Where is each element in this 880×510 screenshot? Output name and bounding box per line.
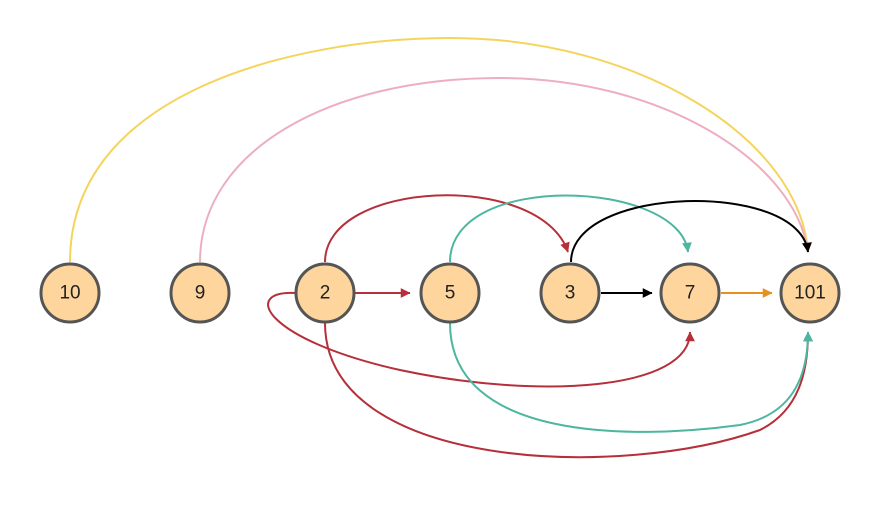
edge-2-101	[324, 322, 813, 459]
edge-9-101	[199, 76, 812, 263]
edge-3-101	[570, 200, 812, 263]
edge-5-101	[449, 322, 813, 433]
node-5: 5	[419, 262, 481, 324]
edge-2-3	[324, 194, 570, 263]
edges-layer	[69, 36, 813, 459]
node-7: 7	[659, 262, 721, 324]
nodes-layer: 10 9 2 5 3 7 101	[39, 262, 841, 324]
edge-2-7	[267, 291, 695, 388]
node-2: 2	[294, 262, 356, 324]
node-label-7: 7	[685, 283, 696, 304]
node-label-5: 5	[445, 283, 456, 304]
node-3: 3	[539, 262, 601, 324]
edge-10-101	[69, 36, 813, 263]
node-101: 101	[779, 262, 841, 324]
node-label-2: 2	[320, 283, 331, 304]
node-label-3: 3	[565, 283, 576, 304]
node-label-10: 10	[59, 283, 80, 304]
node-10: 10	[39, 262, 101, 324]
node-label-101: 101	[794, 283, 826, 304]
node-label-9: 9	[195, 283, 206, 304]
node-9: 9	[169, 262, 231, 324]
edge-5-7	[449, 194, 692, 263]
